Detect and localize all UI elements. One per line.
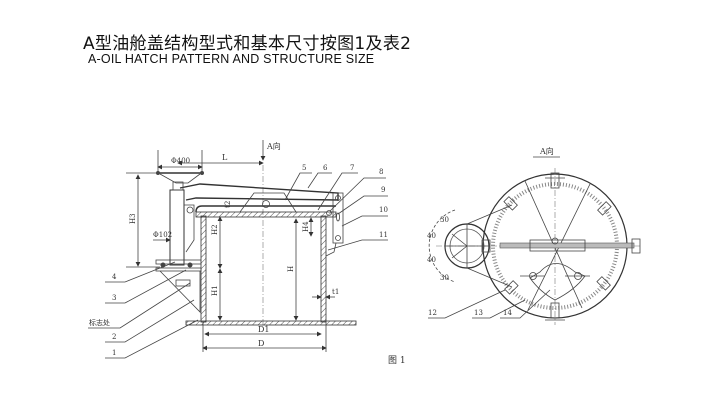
part-leaders-top: 5 6 7 8 9 10 11 (284, 164, 388, 251)
angle-40-upper: 40 (427, 232, 436, 240)
part-11: 11 (379, 231, 388, 239)
part-8: 8 (379, 168, 383, 176)
dim-H: H (287, 266, 295, 272)
locking-bar (499, 242, 635, 249)
part-3: 3 (112, 294, 116, 302)
column-pin (186, 206, 194, 214)
hatch-cover-plate (195, 211, 337, 218)
part-9: 9 (381, 186, 385, 194)
title-chinese: A型油舱盖结构型式和基本尺寸按图1及表2 (83, 34, 412, 54)
dim-t2: t2 (224, 201, 232, 208)
dim-H1: H1 (211, 285, 219, 296)
figure-caption: 图 1 (388, 355, 406, 366)
dim-D1: D1 (258, 325, 270, 334)
mark-plate (175, 279, 191, 287)
part-4: 4 (112, 273, 117, 281)
part-6: 6 (323, 164, 328, 172)
latch-bar (332, 192, 344, 244)
part-leaders-left: 4 3 标志处 2 1 (88, 261, 199, 359)
part-1: 1 (112, 349, 116, 357)
gusset-plate (159, 270, 201, 313)
hinge-plate (529, 263, 586, 301)
part-12: 12 (428, 309, 437, 317)
column-bracket (184, 204, 195, 253)
handwheel-spokes (159, 173, 201, 184)
dim-H4: H4 (302, 221, 310, 232)
top-view-title: A向 (539, 146, 554, 156)
lever-arm (179, 183, 339, 201)
angle-30-bottom: 30 (440, 274, 449, 282)
angle-40-lower: 40 (427, 256, 436, 264)
coaming-left-wall (200, 215, 207, 323)
dim-L: L (222, 153, 228, 162)
mark-label: 标志处 (89, 318, 110, 327)
top-view: A向 (427, 146, 641, 325)
hinge-pin (262, 200, 270, 208)
part-10: 10 (379, 206, 388, 214)
part-7: 7 (350, 164, 354, 172)
view-arrow-label: A向 (266, 141, 281, 151)
angle-30-top: 30 (440, 216, 449, 224)
latch-link (325, 242, 337, 257)
deck-plate (185, 320, 357, 326)
part-13: 13 (474, 309, 483, 317)
part-14: 14 (503, 309, 512, 317)
dim-H2: H2 (211, 224, 219, 235)
support-column (169, 189, 185, 266)
part-5: 5 (302, 164, 306, 172)
base-plate (155, 259, 202, 265)
dogs-clamps (503, 172, 612, 321)
dim-t1: t1 (332, 288, 339, 296)
title-english: A-OIL HATCH PATTERN AND STRUCTURE SIZE (88, 52, 375, 66)
hinge-bracket (239, 192, 297, 213)
part-2: 2 (112, 333, 116, 341)
dim-shaft-dia: Φ102 (153, 231, 172, 239)
coaming-right-wall (320, 215, 327, 323)
dim-handwheel-dia: Φ400 (171, 157, 190, 165)
dim-H3: H3 (129, 213, 137, 224)
side-view: Φ400 L A向 H3 Φ102 H2 H1 t2 H H4 t1 (88, 140, 388, 359)
cover-top-edge (195, 205, 336, 213)
dim-D: D (258, 339, 264, 348)
